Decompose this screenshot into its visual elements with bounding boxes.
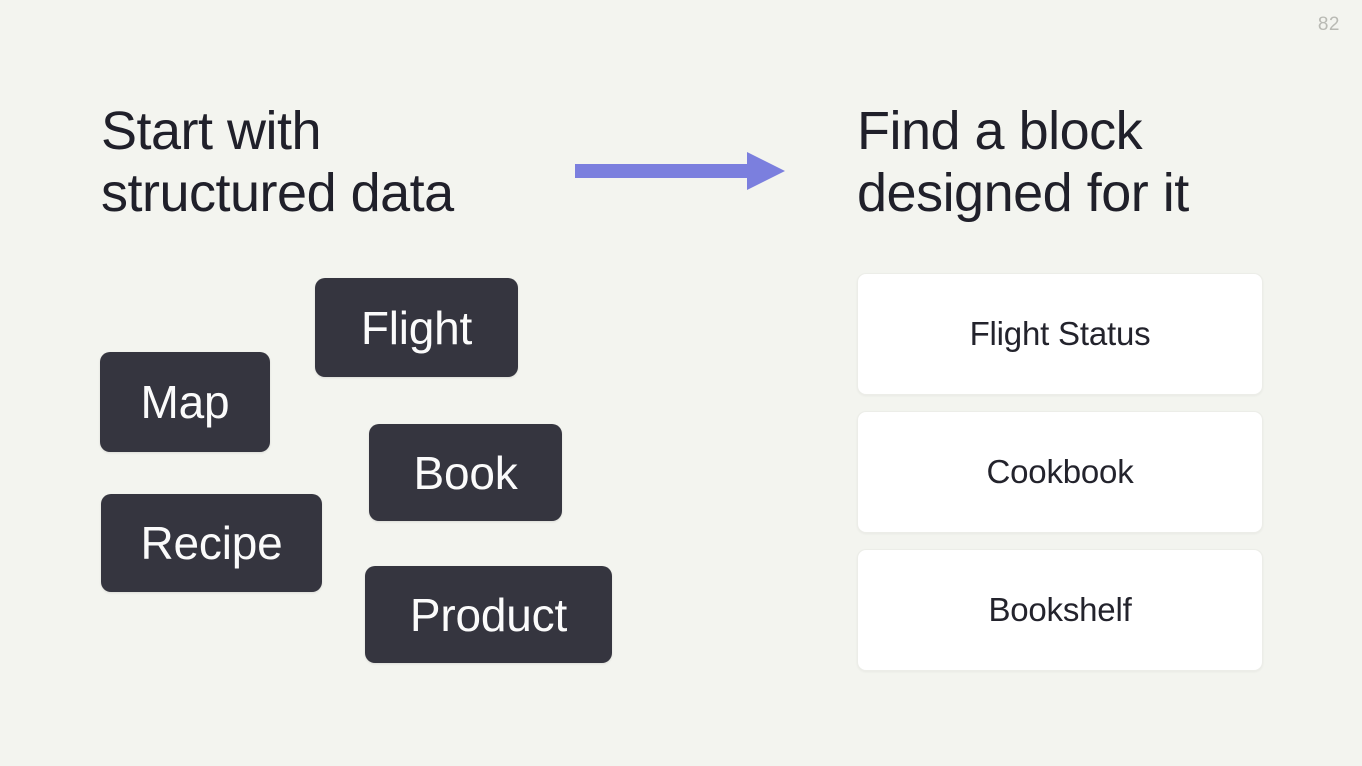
card-label: Flight Status bbox=[969, 315, 1151, 352]
chip-map[interactable]: Map bbox=[100, 352, 270, 452]
right-heading: Find a block designed for it bbox=[857, 101, 1189, 223]
card-label: Cookbook bbox=[986, 453, 1134, 490]
card-bookshelf[interactable]: Bookshelf bbox=[857, 549, 1263, 671]
chip-label: Product bbox=[409, 588, 568, 641]
chip-label: Map bbox=[140, 376, 230, 428]
card-label: Bookshelf bbox=[988, 591, 1132, 628]
chip-flight[interactable]: Flight bbox=[315, 278, 518, 377]
chip-book[interactable]: Book bbox=[369, 424, 562, 521]
chip-recipe[interactable]: Recipe bbox=[101, 494, 322, 592]
chip-label: Book bbox=[413, 446, 518, 499]
card-cookbook[interactable]: Cookbook bbox=[857, 411, 1263, 533]
block-card-list: Flight Status Cookbook Bookshelf bbox=[857, 273, 1263, 671]
left-heading: Start with structured data bbox=[101, 101, 454, 223]
arrow-right-icon bbox=[575, 152, 785, 190]
card-flight-status[interactable]: Flight Status bbox=[857, 273, 1263, 395]
chip-label: Recipe bbox=[140, 517, 283, 569]
structured-data-chip-group: Flight Map Book Recipe Product bbox=[100, 278, 612, 663]
chip-product[interactable]: Product bbox=[365, 566, 612, 663]
page-number: 82 bbox=[1317, 14, 1340, 35]
chip-label: Flight bbox=[360, 301, 473, 354]
